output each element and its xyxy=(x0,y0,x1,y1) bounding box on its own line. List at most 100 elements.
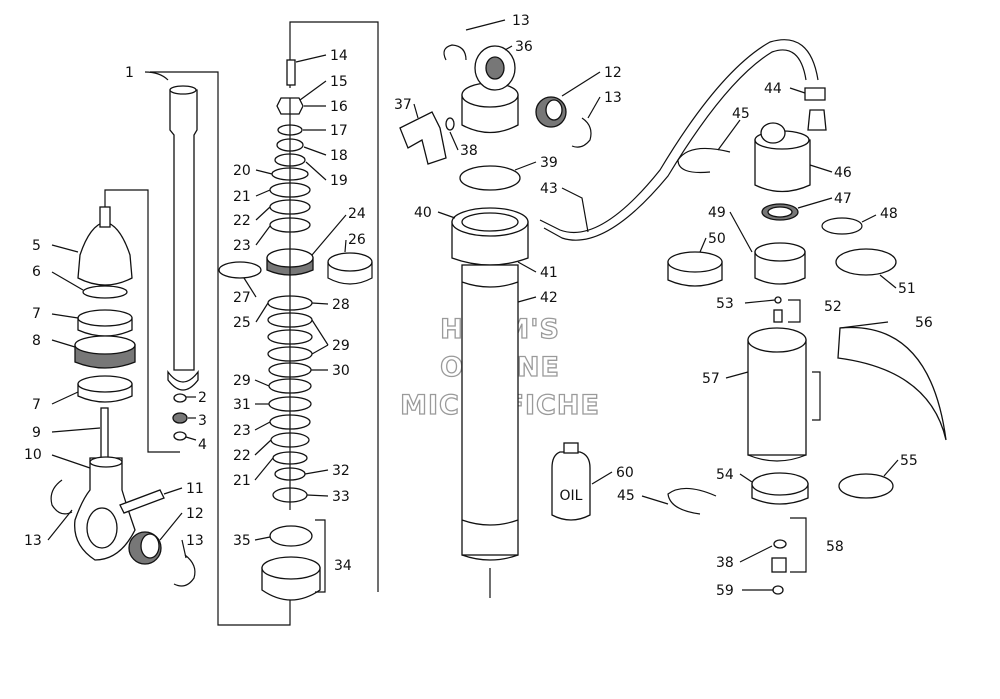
leader-11 xyxy=(163,487,183,495)
leader-37 xyxy=(413,103,419,119)
callout-9: 9 xyxy=(32,425,41,441)
part-27-seal xyxy=(218,261,262,279)
callout-15: 15 xyxy=(330,74,348,90)
leader-15 xyxy=(299,80,327,101)
part-38-oring-bottom xyxy=(773,539,787,549)
callout-16: 16 xyxy=(330,99,348,115)
part-53-ball xyxy=(774,296,782,304)
callout-22a: 22 xyxy=(233,213,251,229)
callout-1: 1 xyxy=(125,65,134,81)
callout-48: 48 xyxy=(880,206,898,222)
callout-42: 42 xyxy=(540,290,558,306)
callout-30: 30 xyxy=(332,363,350,379)
leader-22a xyxy=(255,206,271,221)
callout-43: 43 xyxy=(540,181,558,197)
callout-33: 33 xyxy=(332,489,350,505)
part-54-top xyxy=(751,472,809,496)
callout-40: 40 xyxy=(414,205,432,221)
leader-18 xyxy=(303,146,327,156)
bracket-58 xyxy=(790,517,807,573)
callout-28: 28 xyxy=(332,297,350,313)
part-43-hose-inner xyxy=(543,49,807,241)
callout-60: 60 xyxy=(616,465,634,481)
leader-38a xyxy=(449,131,459,151)
upper-mount-assembly xyxy=(50,71,291,626)
leader-56 xyxy=(839,321,889,329)
callout-10: 10 xyxy=(24,447,42,463)
part-14-stud xyxy=(286,59,296,86)
callout-45a: 45 xyxy=(732,106,750,122)
part-57-reservoir-bottom xyxy=(747,454,807,462)
part-47-seal-bore xyxy=(767,206,793,218)
leader-39 xyxy=(514,161,537,171)
callout-54: 54 xyxy=(716,467,734,483)
bracket-2-4 xyxy=(104,189,180,453)
part-13-clip-left xyxy=(50,479,73,515)
callout-36: 36 xyxy=(515,39,533,55)
part-51-oring xyxy=(835,248,897,276)
leader-60 xyxy=(591,471,613,485)
part-7-bottom-rim xyxy=(77,375,133,393)
callout-21b: 21 xyxy=(233,473,251,489)
callout-34: 34 xyxy=(334,558,352,574)
part-56-sleeve xyxy=(837,326,947,441)
leader-26 xyxy=(344,239,347,253)
part-3-nut xyxy=(172,412,188,424)
callout-19: 19 xyxy=(330,173,348,189)
callout-6: 6 xyxy=(32,264,41,280)
part-46-reservoir-cap xyxy=(754,139,811,193)
callout-57: 57 xyxy=(702,371,720,387)
body-lower-ring xyxy=(461,519,519,526)
callout-labels: 1 2 3 4 5 6 7 8 7 9 10 11 12 13 13 14 15… xyxy=(24,13,933,599)
callout-11: 11 xyxy=(186,481,204,497)
bracket-52 xyxy=(788,299,801,323)
part-45-clip-top xyxy=(677,147,731,174)
leader-25 xyxy=(255,302,269,323)
callout-5: 5 xyxy=(32,238,41,254)
callout-13a: 13 xyxy=(24,533,42,549)
part-35-seal xyxy=(269,525,313,547)
part-49-top xyxy=(754,242,806,262)
leader-10 xyxy=(51,454,91,469)
part-1-shaft-tube xyxy=(169,89,198,371)
part-34-top xyxy=(261,556,321,580)
leader-24 xyxy=(311,214,347,256)
leader-13d xyxy=(587,96,601,119)
callout-55: 55 xyxy=(900,453,918,469)
part-26-ring-side xyxy=(327,262,373,285)
leader-23b xyxy=(254,421,271,431)
callout-58: 58 xyxy=(826,539,844,555)
part-55-oring xyxy=(838,473,894,499)
part-26-ring xyxy=(327,252,373,272)
part-13-clip-right-b xyxy=(571,117,592,148)
leader-1 xyxy=(144,71,169,81)
body-bottom xyxy=(461,554,519,561)
callout-52: 52 xyxy=(824,299,842,315)
leader-14 xyxy=(295,54,327,63)
callout-13b: 13 xyxy=(186,533,204,549)
part-42-body xyxy=(461,264,519,556)
callout-7a: 7 xyxy=(32,306,41,322)
callout-26: 26 xyxy=(348,232,366,248)
leader-41 xyxy=(517,261,537,273)
leader-53 xyxy=(744,299,776,304)
callout-35: 35 xyxy=(233,533,251,549)
leader-22b xyxy=(254,439,272,456)
leader-50 xyxy=(699,237,707,253)
part-13-clip-right xyxy=(173,554,196,587)
callout-8: 8 xyxy=(32,333,41,349)
part-10-top xyxy=(89,456,123,468)
part-38-oring-top xyxy=(445,117,455,131)
part-6-washer xyxy=(82,285,128,299)
callout-29a: 29 xyxy=(332,338,350,354)
leader-51 xyxy=(879,274,897,289)
part-43-hose-outer xyxy=(539,39,819,234)
leader-35 xyxy=(254,536,271,541)
leader-40 xyxy=(437,211,456,219)
leader-5 xyxy=(51,244,79,253)
part-4-ring xyxy=(173,431,187,441)
leader-23a xyxy=(255,225,271,246)
callout-27: 27 xyxy=(233,290,251,306)
